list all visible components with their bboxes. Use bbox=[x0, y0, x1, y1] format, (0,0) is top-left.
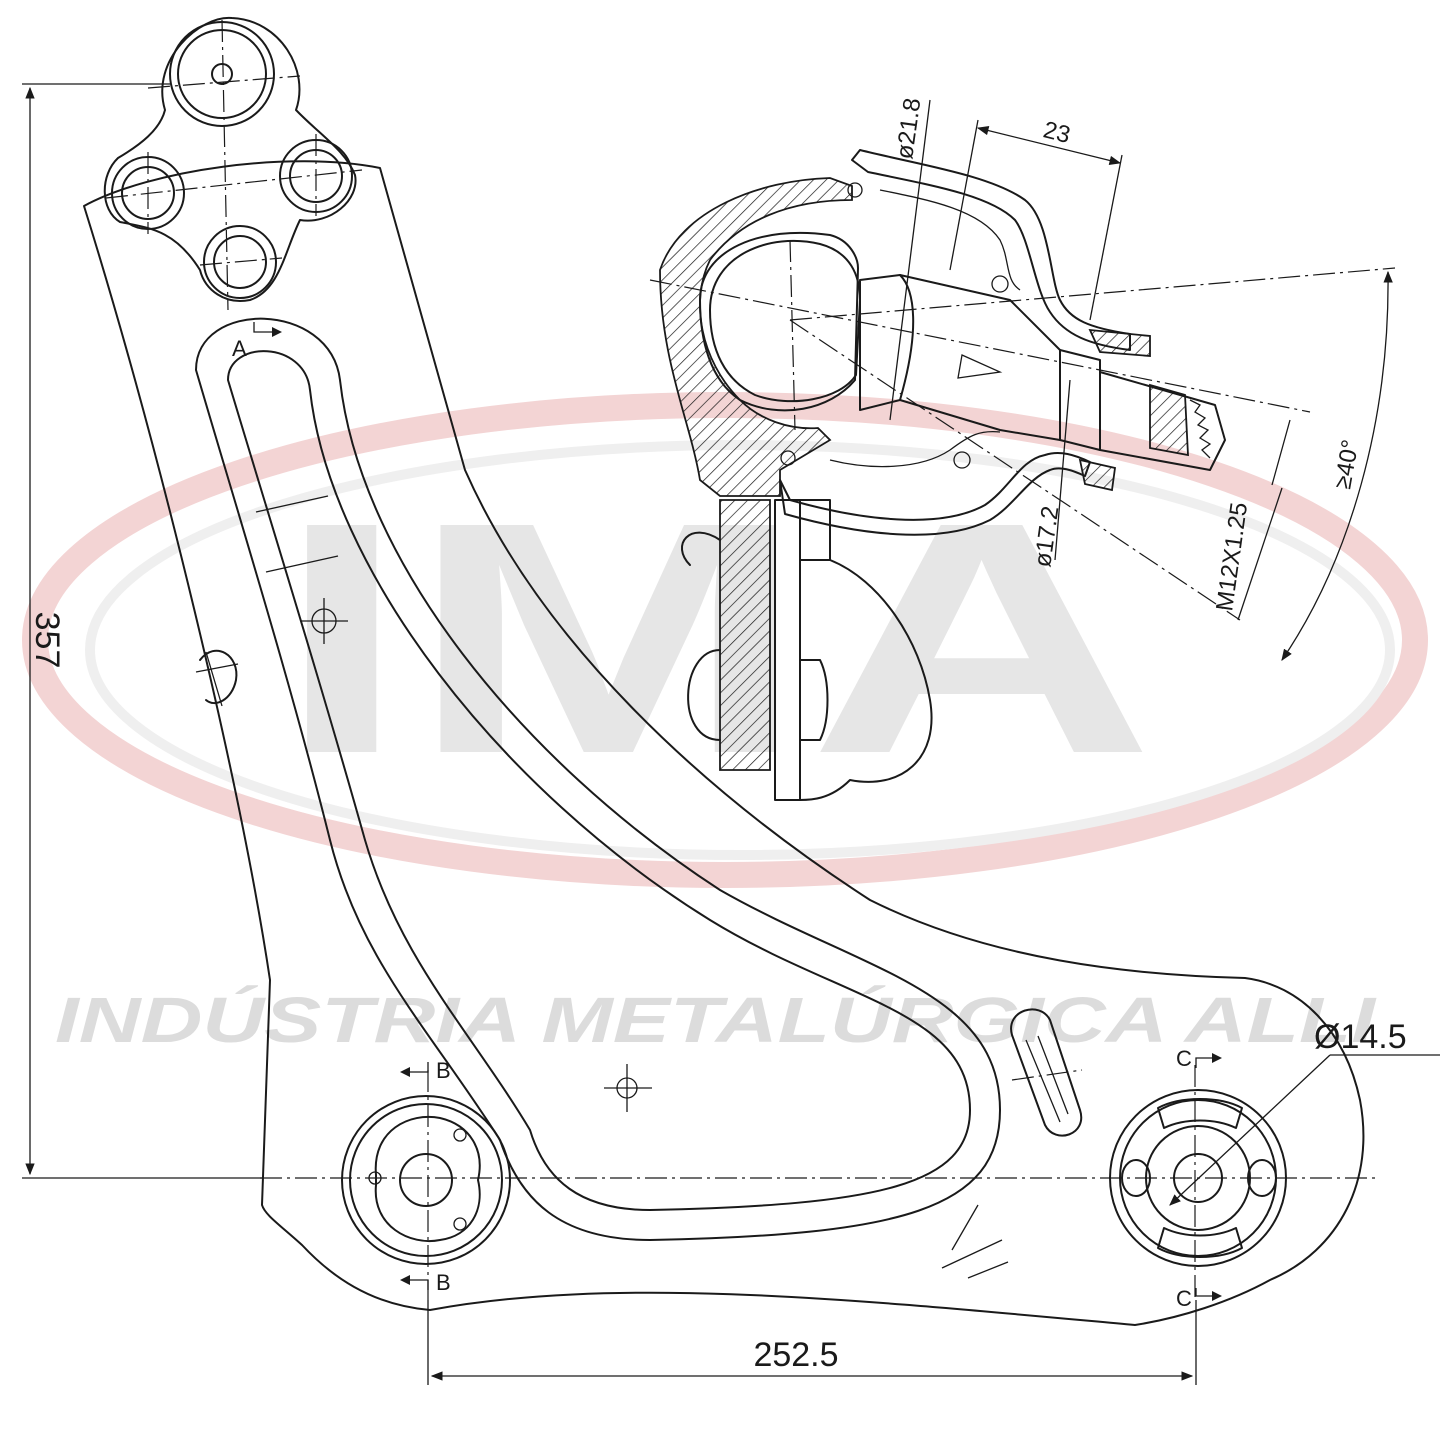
section-label-b-top: B bbox=[436, 1058, 451, 1083]
section-label-a: A bbox=[232, 336, 247, 361]
section-mark-b-bottom: B bbox=[400, 1270, 451, 1295]
section-label-c-top: C bbox=[1176, 1046, 1192, 1071]
ball-stud-top-pin bbox=[211, 63, 233, 85]
nut bbox=[1088, 328, 1151, 357]
edge-hole-line-1 bbox=[205, 651, 223, 707]
bushing-left bbox=[341, 1095, 511, 1265]
section-label-c-bottom: C bbox=[1176, 1286, 1192, 1311]
flange-outline bbox=[103, 16, 357, 302]
watermark: IMA INDÚSTRIA METALÚRGICA ALLI bbox=[22, 392, 1428, 1056]
reference-mark-1 bbox=[300, 598, 348, 644]
edge-hole-line-2 bbox=[195, 663, 239, 673]
dimension-boot-diameter-value: ø21.8 bbox=[891, 96, 926, 161]
section-mark-c-top: C bbox=[1176, 1046, 1222, 1071]
weld-mark-1 bbox=[255, 495, 329, 513]
reference-mark-2 bbox=[604, 1064, 652, 1112]
weld-mark-5 bbox=[967, 1261, 1009, 1279]
section-mark-b-top: B bbox=[400, 1058, 451, 1083]
arm-window-outer bbox=[195, 317, 1001, 1241]
slot-centerline bbox=[1011, 1069, 1083, 1081]
slot-inner-2 bbox=[1037, 1035, 1069, 1115]
edge-hole bbox=[199, 649, 238, 705]
watermark-company-name: INDÚSTRIA METALÚRGICA ALLI bbox=[55, 984, 1377, 1056]
section-label-b-bottom: B bbox=[436, 1270, 451, 1295]
section-mark-c-bottom: C bbox=[1176, 1286, 1222, 1311]
dimension-bushing-diameter-value: Ø14.5 bbox=[1314, 1018, 1407, 1056]
dimension-swing-angle-value: ≥40° bbox=[1329, 438, 1364, 491]
stud-axis bbox=[649, 279, 1311, 413]
dimension-thread-value: M12X1.25 bbox=[1211, 501, 1253, 613]
ball bbox=[709, 239, 861, 403]
weld-mark-3 bbox=[941, 1239, 1003, 1269]
dimension-height: 357 bbox=[22, 83, 262, 1179]
slot-inner-1 bbox=[1025, 1039, 1061, 1123]
weld-mark-4 bbox=[951, 1204, 979, 1251]
watermark-logo-letters: IMA bbox=[275, 453, 1155, 822]
arm-outline bbox=[83, 160, 1365, 1326]
lower-arm-plate bbox=[719, 499, 771, 771]
dimension-width: 252.5 bbox=[427, 1300, 1197, 1385]
weld-mark-2 bbox=[265, 555, 339, 573]
ball-joint-flange bbox=[103, 16, 363, 311]
dimension-height-value: 357 bbox=[28, 612, 66, 669]
ball-stud-top-inner bbox=[177, 29, 267, 119]
dimension-width-value: 252.5 bbox=[753, 1336, 838, 1374]
control-arm bbox=[83, 160, 1365, 1326]
dimension-stud-length-value: 23 bbox=[1041, 116, 1073, 149]
dust-boot bbox=[851, 149, 1131, 351]
arm-window-inner bbox=[227, 350, 971, 1211]
rivet-bottom bbox=[203, 225, 277, 299]
arm-slot bbox=[1010, 1008, 1083, 1137]
section-mark-a: A bbox=[232, 322, 282, 361]
dimension-bushing-diameter: Ø14.5 bbox=[1169, 1018, 1440, 1206]
thread bbox=[1099, 371, 1226, 471]
